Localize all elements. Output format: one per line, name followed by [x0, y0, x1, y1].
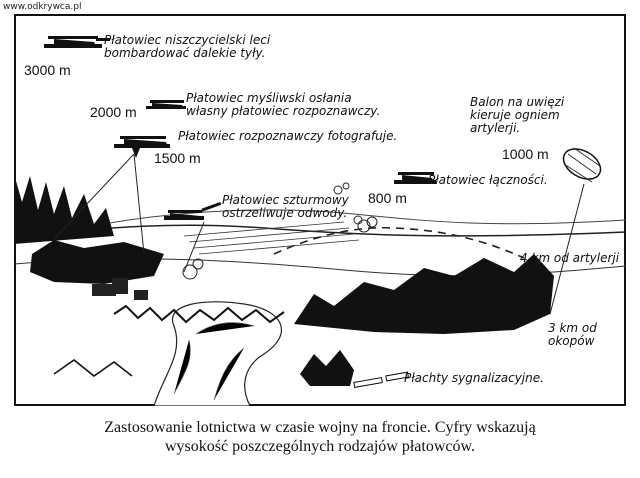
altitude-bomber: 3000 m: [24, 62, 71, 78]
label-artillery-distance: 4 km od artylerji: [520, 251, 620, 265]
trench-line: [113, 304, 285, 324]
bomber-plane-icon: [44, 36, 110, 48]
label-assault: Płatowiec szturmowy ostrzeliwuje odwody.: [222, 193, 349, 220]
label-bomber: Płatowiec niszczycielski leci bombardowa…: [104, 33, 271, 60]
balloon-icon: [562, 147, 602, 183]
caption-line-1: Zastosowanie lotnictwa w czasie wojny na…: [104, 419, 536, 436]
river: [153, 301, 282, 406]
watermark: www.odkrywca.pl: [3, 2, 82, 12]
label-trench-distance: 3 km od okopów: [548, 321, 597, 348]
forest-right: [294, 254, 554, 386]
label-signal-panels: Płachty sygnalizacyjne.: [404, 371, 544, 385]
assault-plane-icon: [164, 201, 222, 220]
label-liaison: Płatowiec łączności.: [428, 173, 548, 187]
altitude-liaison: 800 m: [368, 190, 407, 206]
liaison-plane-icon: [394, 172, 436, 184]
altitude-balloon: 1000 m: [502, 146, 549, 162]
front-aviation-illustration: [14, 14, 626, 406]
fighter-plane-icon: [146, 100, 186, 109]
altitude-fighter: 2000 m: [90, 104, 137, 120]
recon-plane-icon: [114, 136, 170, 158]
altitude-recon: 1500 m: [154, 150, 201, 166]
figure-caption: Zastosowanie lotnictwa w czasie wojny na…: [0, 418, 640, 456]
label-fighter: Płatowiec myśliwski osłania własny płato…: [186, 91, 381, 118]
forest-left: [14, 174, 164, 284]
label-balloon: Balon na uwięzi kieruje ogniem artylerji…: [470, 95, 565, 135]
label-recon: Płatowiec rozpoznawczy fotografuje.: [178, 129, 398, 143]
caption-line-2: wysokość poszczególnych rodzajów płatowc…: [165, 438, 475, 455]
